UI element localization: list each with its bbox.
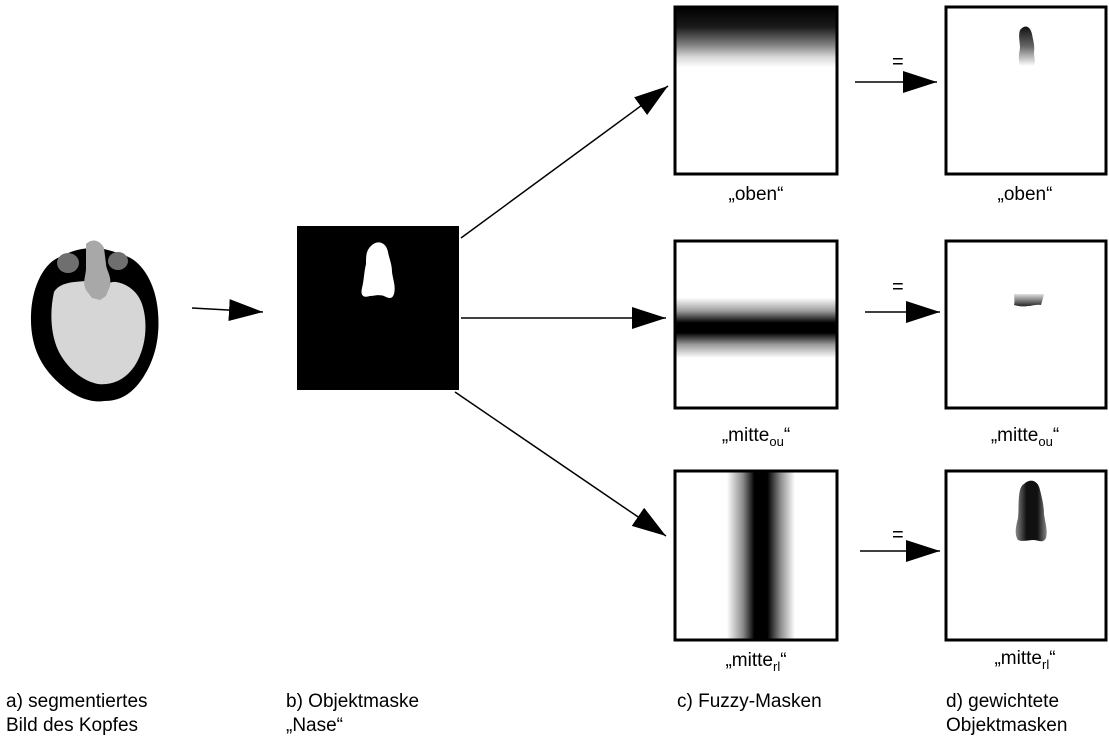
fuzzy-mask-oben — [673, 5, 839, 176]
equals-sign-mitte-rl: = — [892, 524, 904, 546]
weighted-mask-mitte-rl — [944, 469, 1108, 642]
weighted-mask-mitte-rl-label: „mitterl“ — [994, 648, 1056, 672]
brain-region — [51, 281, 146, 385]
stage-d-line1: d) gewichtete — [946, 691, 1060, 712]
stage-d-line2: Objektmasken — [946, 715, 1068, 736]
stage-b-label: b) Objektmaske „Nase“ — [286, 690, 419, 738]
stage-a-line1: a) segmentiertes — [6, 691, 148, 712]
stage-c-line1: c) Fuzzy-Masken — [677, 691, 822, 712]
right-eye — [108, 252, 128, 270]
arrow-head-to-mask — [191, 299, 264, 322]
fuzzy-mask-mitte-ou-label: „mitteou“ — [721, 425, 791, 449]
fuzzy-mask-mitte-rl — [673, 469, 839, 642]
weighted-mask-oben — [944, 5, 1108, 176]
weighted-mask-mitte-ou-label: „mitteou“ — [990, 425, 1060, 449]
stage-a-line2: Bild des Kopfes — [6, 715, 139, 736]
weighted-mask-mitte-ou — [944, 239, 1108, 410]
stage-b-line2: „Nase“ — [286, 715, 344, 736]
fuzzy-mask-mitte-ou — [673, 239, 839, 410]
weighted-nose-mitte-ou — [1014, 294, 1044, 307]
arrow-mask-to-mitte-rl — [454, 391, 667, 537]
fuzzy-mask-mitte-rl-label: „mitterl“ — [725, 650, 787, 674]
arrow-mask-to-oben — [460, 85, 669, 239]
stage-c-label: c) Fuzzy-Masken — [677, 690, 822, 714]
stage-b-line1: b) Objektmaske — [286, 691, 420, 712]
equals-sign-oben: = — [892, 51, 904, 73]
segmented-head-image — [30, 240, 159, 402]
stage-d-label: d) gewichtete Objektmasken — [946, 690, 1067, 738]
nose-region — [84, 240, 111, 300]
left-eye — [57, 253, 79, 273]
fuzzy-mask-oben-label: „oben“ — [728, 184, 784, 205]
stage-a-label: a) segmentiertes Bild des Kopfes — [6, 690, 148, 738]
equals-sign-mitte-ou: = — [892, 276, 904, 298]
weighted-nose-mitte-rl — [1015, 480, 1047, 542]
weighted-mask-oben-label: „oben“ — [997, 184, 1053, 205]
nose-shape — [361, 242, 395, 298]
weighted-nose-oben — [1018, 26, 1035, 66]
object-mask-nose — [297, 226, 459, 390]
